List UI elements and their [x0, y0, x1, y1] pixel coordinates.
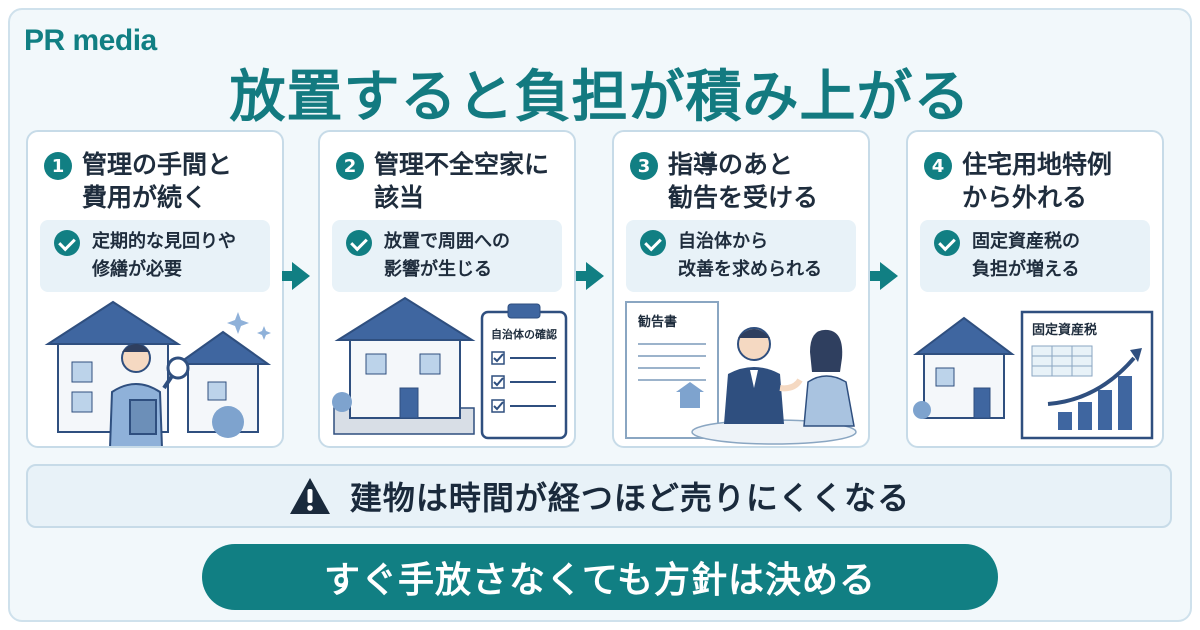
- brand-logo: PR media: [24, 24, 157, 57]
- step-note: 固定資産税の 負担が増える: [920, 220, 1150, 292]
- step-arrow-icon: [576, 262, 604, 290]
- step-note: 自治体から 改善を求められる: [626, 220, 856, 292]
- step-note-text: 自治体から 改善を求められる: [678, 231, 822, 280]
- step-title: 管理の手間と 費用が続く: [82, 150, 233, 212]
- check-icon: [54, 230, 80, 256]
- step-title: 住宅用地特例 から外れる: [962, 150, 1113, 212]
- step-card-4: 4 住宅用地特例 から外れる 固定資産税の 負担が増える 固定資産税: [906, 130, 1164, 448]
- step-note-text: 放置で周囲への 影響が生じる: [384, 231, 510, 280]
- vacant-house-clipboard-illustration: 自治体の確認: [332, 296, 568, 440]
- conclusion-text: すぐ手放さなくても方針は決める: [323, 560, 877, 601]
- step-card-3: 3 指導のあと 勧告を受ける 自治体から 改善を求められる 勧告書: [612, 130, 870, 448]
- step-number-badge: 3: [630, 152, 658, 180]
- check-icon: [346, 230, 372, 256]
- warning-text: 建物は時間が経つほど売りにくくなる: [349, 479, 911, 517]
- step-note-text: 定期的な見回りや 修繕が必要: [92, 231, 236, 280]
- step-header: 3 指導のあと 勧告を受ける: [630, 148, 858, 214]
- advisory-meeting-illustration: 勧告書: [625, 301, 857, 445]
- conclusion-banner: すぐ手放さなくても方針は決める: [202, 544, 998, 610]
- warning-banner: 建物は時間が経つほど売りにくくなる: [26, 464, 1172, 528]
- step-number-badge: 2: [336, 152, 364, 180]
- step-number-badge: 4: [924, 152, 952, 180]
- step-header: 4 住宅用地特例 から外れる: [924, 148, 1152, 214]
- step-title: 管理不全空家に 該当: [374, 150, 550, 212]
- warning-icon: [289, 478, 330, 514]
- tax-document-label: 固定資産税: [1032, 322, 1097, 338]
- step-arrow-icon: [870, 262, 898, 290]
- step-note-text: 固定資産税の 負担が増える: [972, 231, 1080, 280]
- property-tax-increase-illustration: 固定資産税: [913, 310, 1154, 440]
- step-number-badge: 1: [44, 152, 72, 180]
- step-header: 2 管理不全空家に 該当: [336, 148, 564, 214]
- step-header: 1 管理の手間と 費用が続く: [44, 148, 272, 214]
- check-icon: [934, 230, 960, 256]
- house-inspection-illustration: [44, 300, 272, 446]
- page-title: 放置すると負担が積み上がる: [229, 65, 971, 130]
- check-icon: [640, 230, 666, 256]
- document-label: 勧告書: [637, 314, 677, 330]
- step-arrow-icon: [282, 262, 310, 290]
- step-note: 定期的な見回りや 修繕が必要: [40, 220, 270, 292]
- clipboard-label: 自治体の確認: [491, 327, 557, 341]
- step-card-1: 1 管理の手間と 費用が続く 定期的な見回りや 修繕が必要: [26, 130, 284, 448]
- step-title: 指導のあと 勧告を受ける: [668, 150, 819, 212]
- step-card-2: 2 管理不全空家に 該当 放置で周囲への 影響が生じる 自治体の確認: [318, 130, 576, 448]
- step-note: 放置で周囲への 影響が生じる: [332, 220, 562, 292]
